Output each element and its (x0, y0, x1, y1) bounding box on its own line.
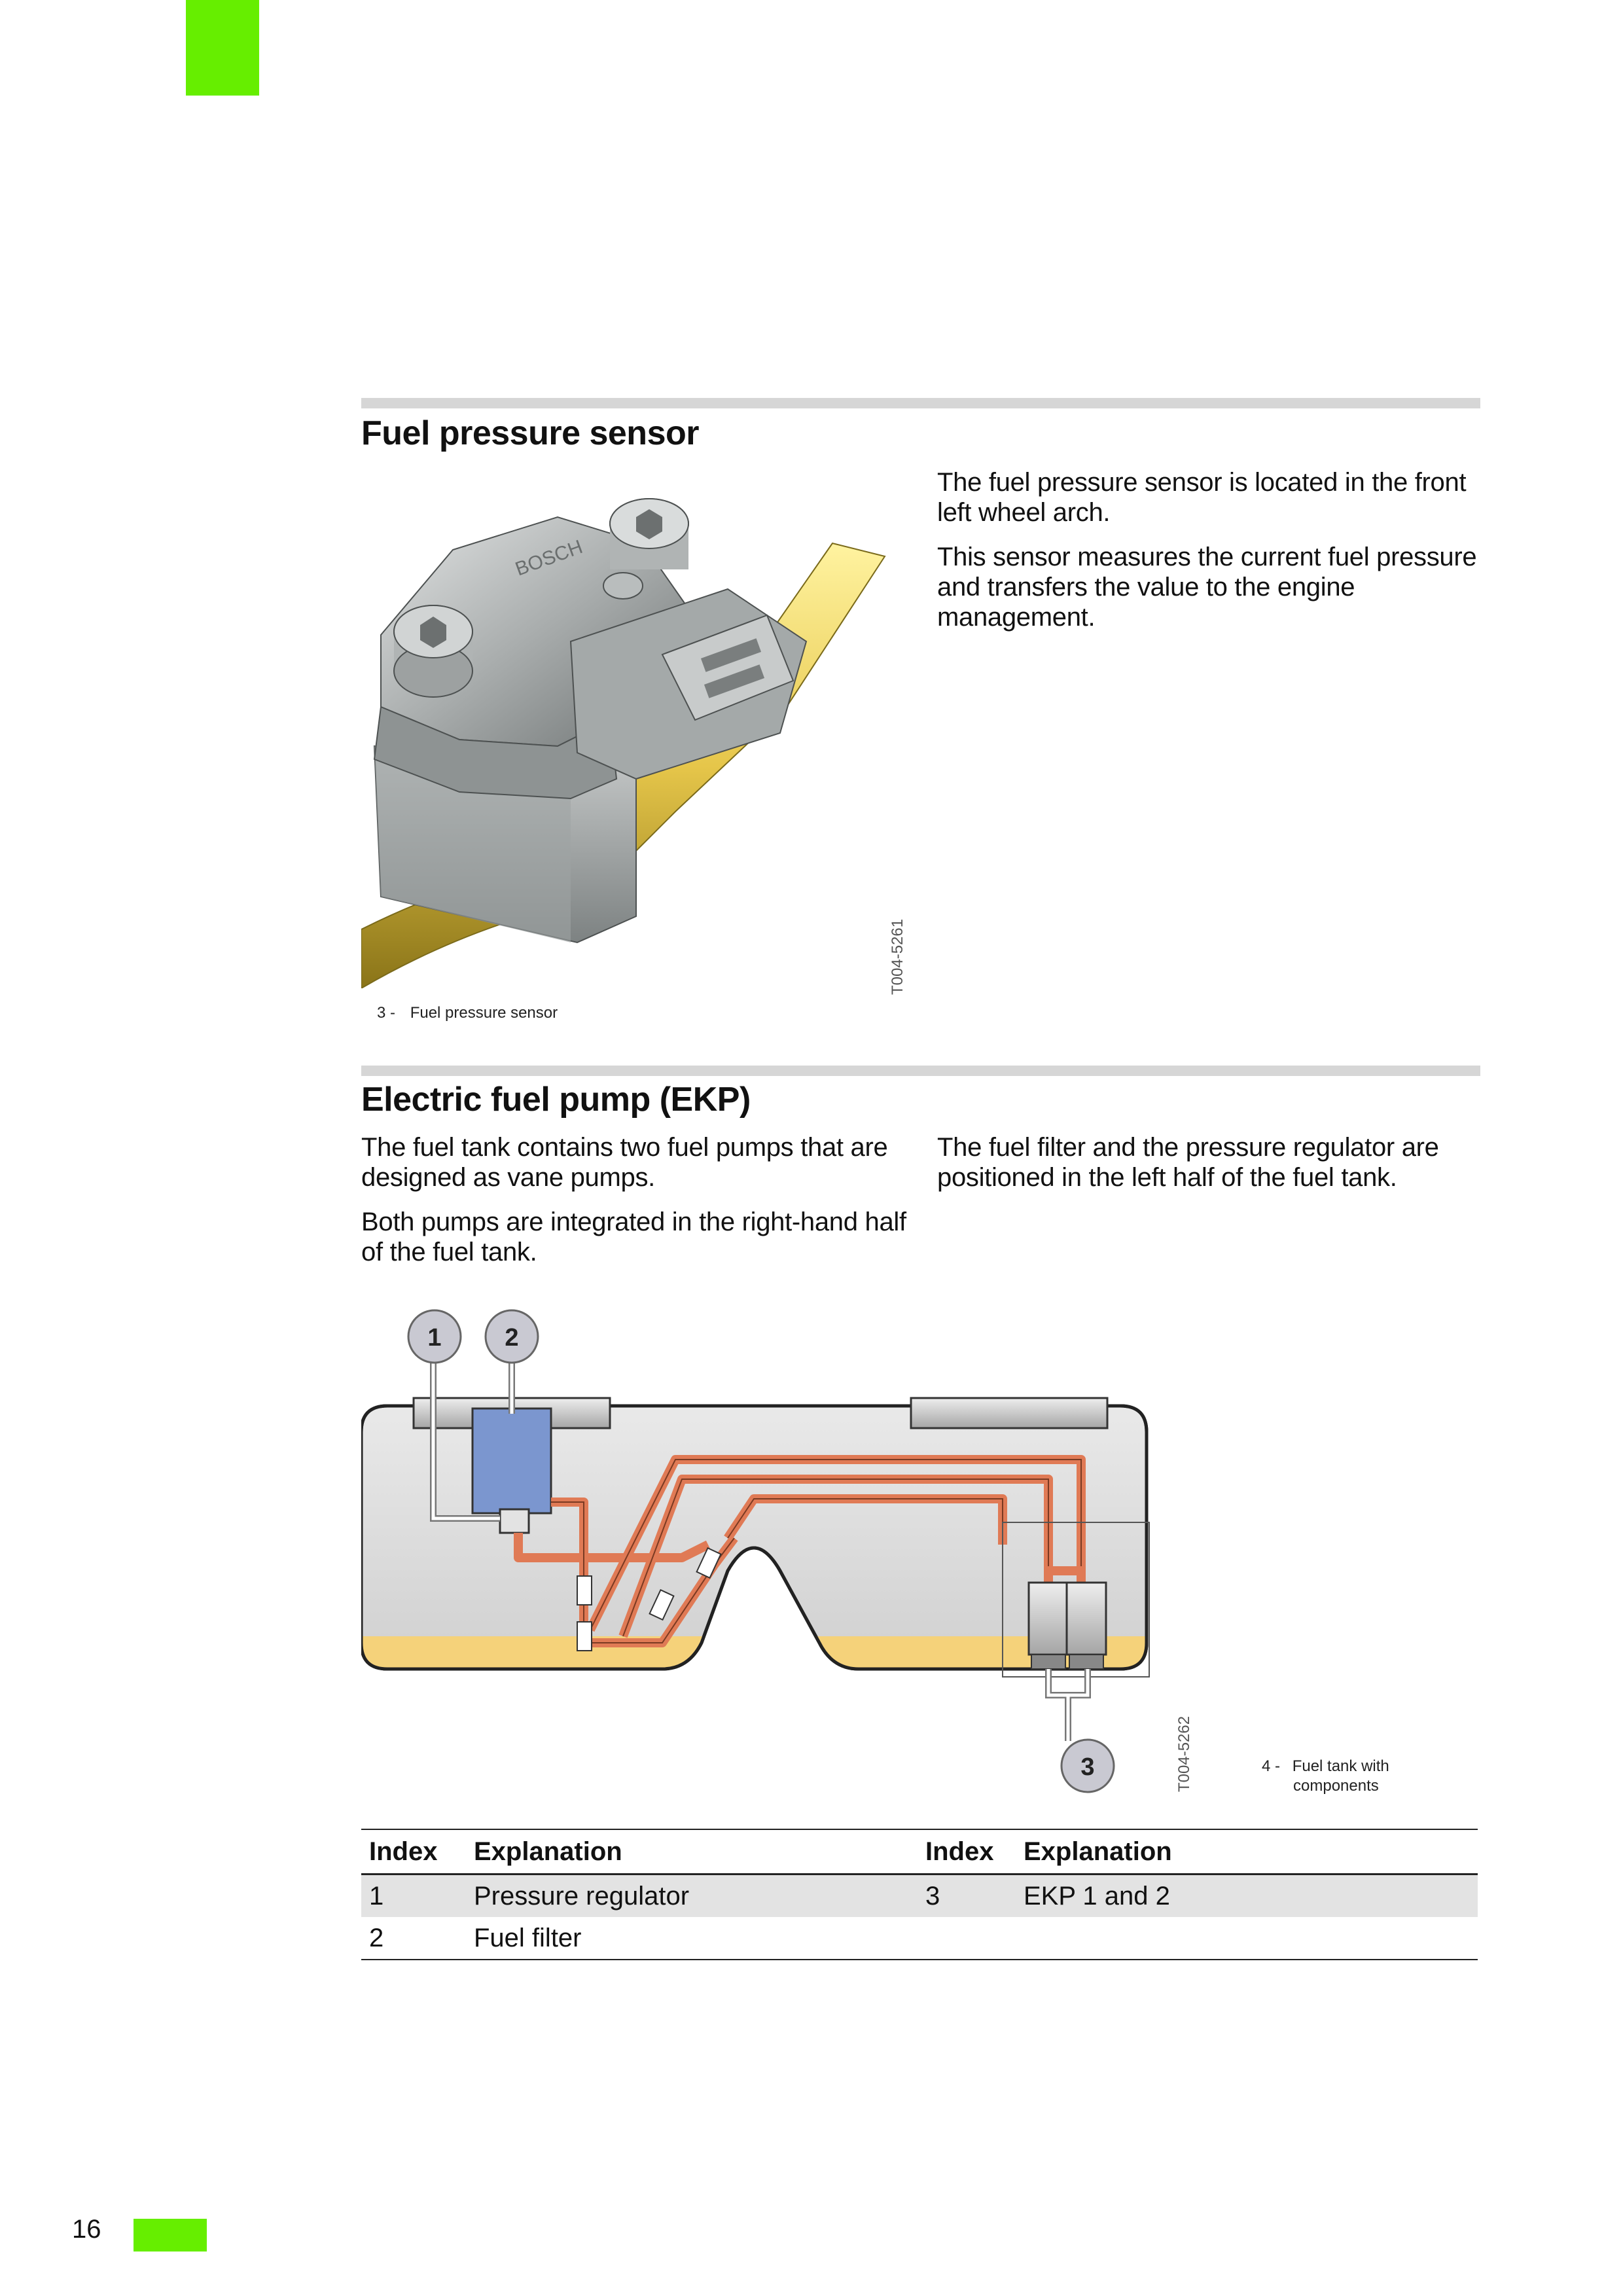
table-row: 1 Pressure regulator 3 EKP 1 and 2 (361, 1874, 1478, 1917)
fuel-filter (471, 1407, 552, 1515)
pump-bracket (1002, 1522, 1150, 1677)
section-text: The fuel pressure sensor is located in t… (937, 467, 1480, 647)
header-cell: Explanation (474, 1837, 622, 1866)
figure-caption: 3 - Fuel pressure sensor (377, 1004, 558, 1022)
caption-text: components (1293, 1777, 1379, 1795)
fuel-pump-2 (1065, 1581, 1107, 1656)
caption-number: 4 - (1262, 1757, 1281, 1775)
fuel-pump-1 (1027, 1581, 1069, 1656)
table-cell: EKP 1 and 2 (1016, 1874, 1478, 1917)
green-tab-top (186, 0, 259, 96)
paragraph: The fuel pressure sensor is located in t… (937, 468, 1467, 527)
callout-label: 1 (427, 1324, 441, 1352)
header-cell: Index (369, 1837, 438, 1866)
callout-3: 3 (1060, 1738, 1115, 1793)
figure-code: T004-5261 (889, 918, 906, 995)
paragraph: The fuel filter and the pressure regulat… (937, 1133, 1439, 1192)
section-rule (361, 398, 1480, 408)
figure-code: T004-5262 (1175, 1715, 1193, 1792)
callout-2: 2 (484, 1309, 539, 1364)
pressure-regulator (499, 1508, 530, 1534)
fuel-tank-figure: 1 2 3 (359, 1289, 1186, 1800)
table-cell (918, 1917, 1016, 1960)
fuel-pressure-sensor-figure: BOSCH (361, 471, 891, 990)
tank-cap-right (910, 1397, 1109, 1429)
header-cell: Explanation (1024, 1837, 1172, 1866)
table-cell: 1 (361, 1874, 466, 1917)
index-table: Index Explanation Index Explanation 1 Pr… (361, 1829, 1478, 1960)
green-tab-bottom (134, 2219, 207, 2251)
figure-caption: 4 - Fuel tank with components (1262, 1757, 1389, 1796)
page-number: 16 (72, 2215, 101, 2244)
section-text-left: The fuel tank contains two fuel pumps th… (361, 1132, 911, 1282)
table-cell (1016, 1917, 1478, 1960)
check-valve (649, 1588, 675, 1621)
fuel-pressure-sensor-illustration: BOSCH (361, 498, 886, 990)
table-cell: Fuel filter (474, 1923, 582, 1952)
table-cell: 3 (918, 1874, 1016, 1917)
paragraph: Both pumps are integrated in the right-h… (361, 1208, 906, 1266)
section-text-right: The fuel filter and the pressure regulat… (937, 1132, 1480, 1207)
section-title: Electric fuel pump (EKP) (361, 1081, 751, 1119)
check-valve (577, 1621, 592, 1651)
header-cell: Index (925, 1837, 994, 1866)
table-row: 2 Fuel filter (361, 1917, 1478, 1960)
table-header-row: Index Explanation Index Explanation (361, 1829, 1478, 1874)
check-valve (696, 1547, 722, 1579)
caption-text: Fuel pressure sensor (410, 1004, 558, 1022)
table-cell: Pressure regulator (466, 1874, 918, 1917)
caption-number: 3 - (377, 1004, 396, 1022)
callout-1: 1 (407, 1309, 462, 1364)
paragraph: The fuel tank contains two fuel pumps th… (361, 1133, 888, 1192)
caption-text: Fuel tank with (1292, 1757, 1389, 1775)
callout-label: 2 (505, 1324, 518, 1352)
section-rule (361, 1066, 1480, 1076)
paragraph: This sensor measures the current fuel pr… (937, 543, 1477, 632)
check-valve (577, 1575, 592, 1605)
table-cell: 2 (369, 1923, 384, 1952)
callout-label: 3 (1080, 1753, 1094, 1781)
section-title: Fuel pressure sensor (361, 414, 700, 452)
fuel-tank-diagram: 1 2 3 (359, 1309, 1150, 1793)
